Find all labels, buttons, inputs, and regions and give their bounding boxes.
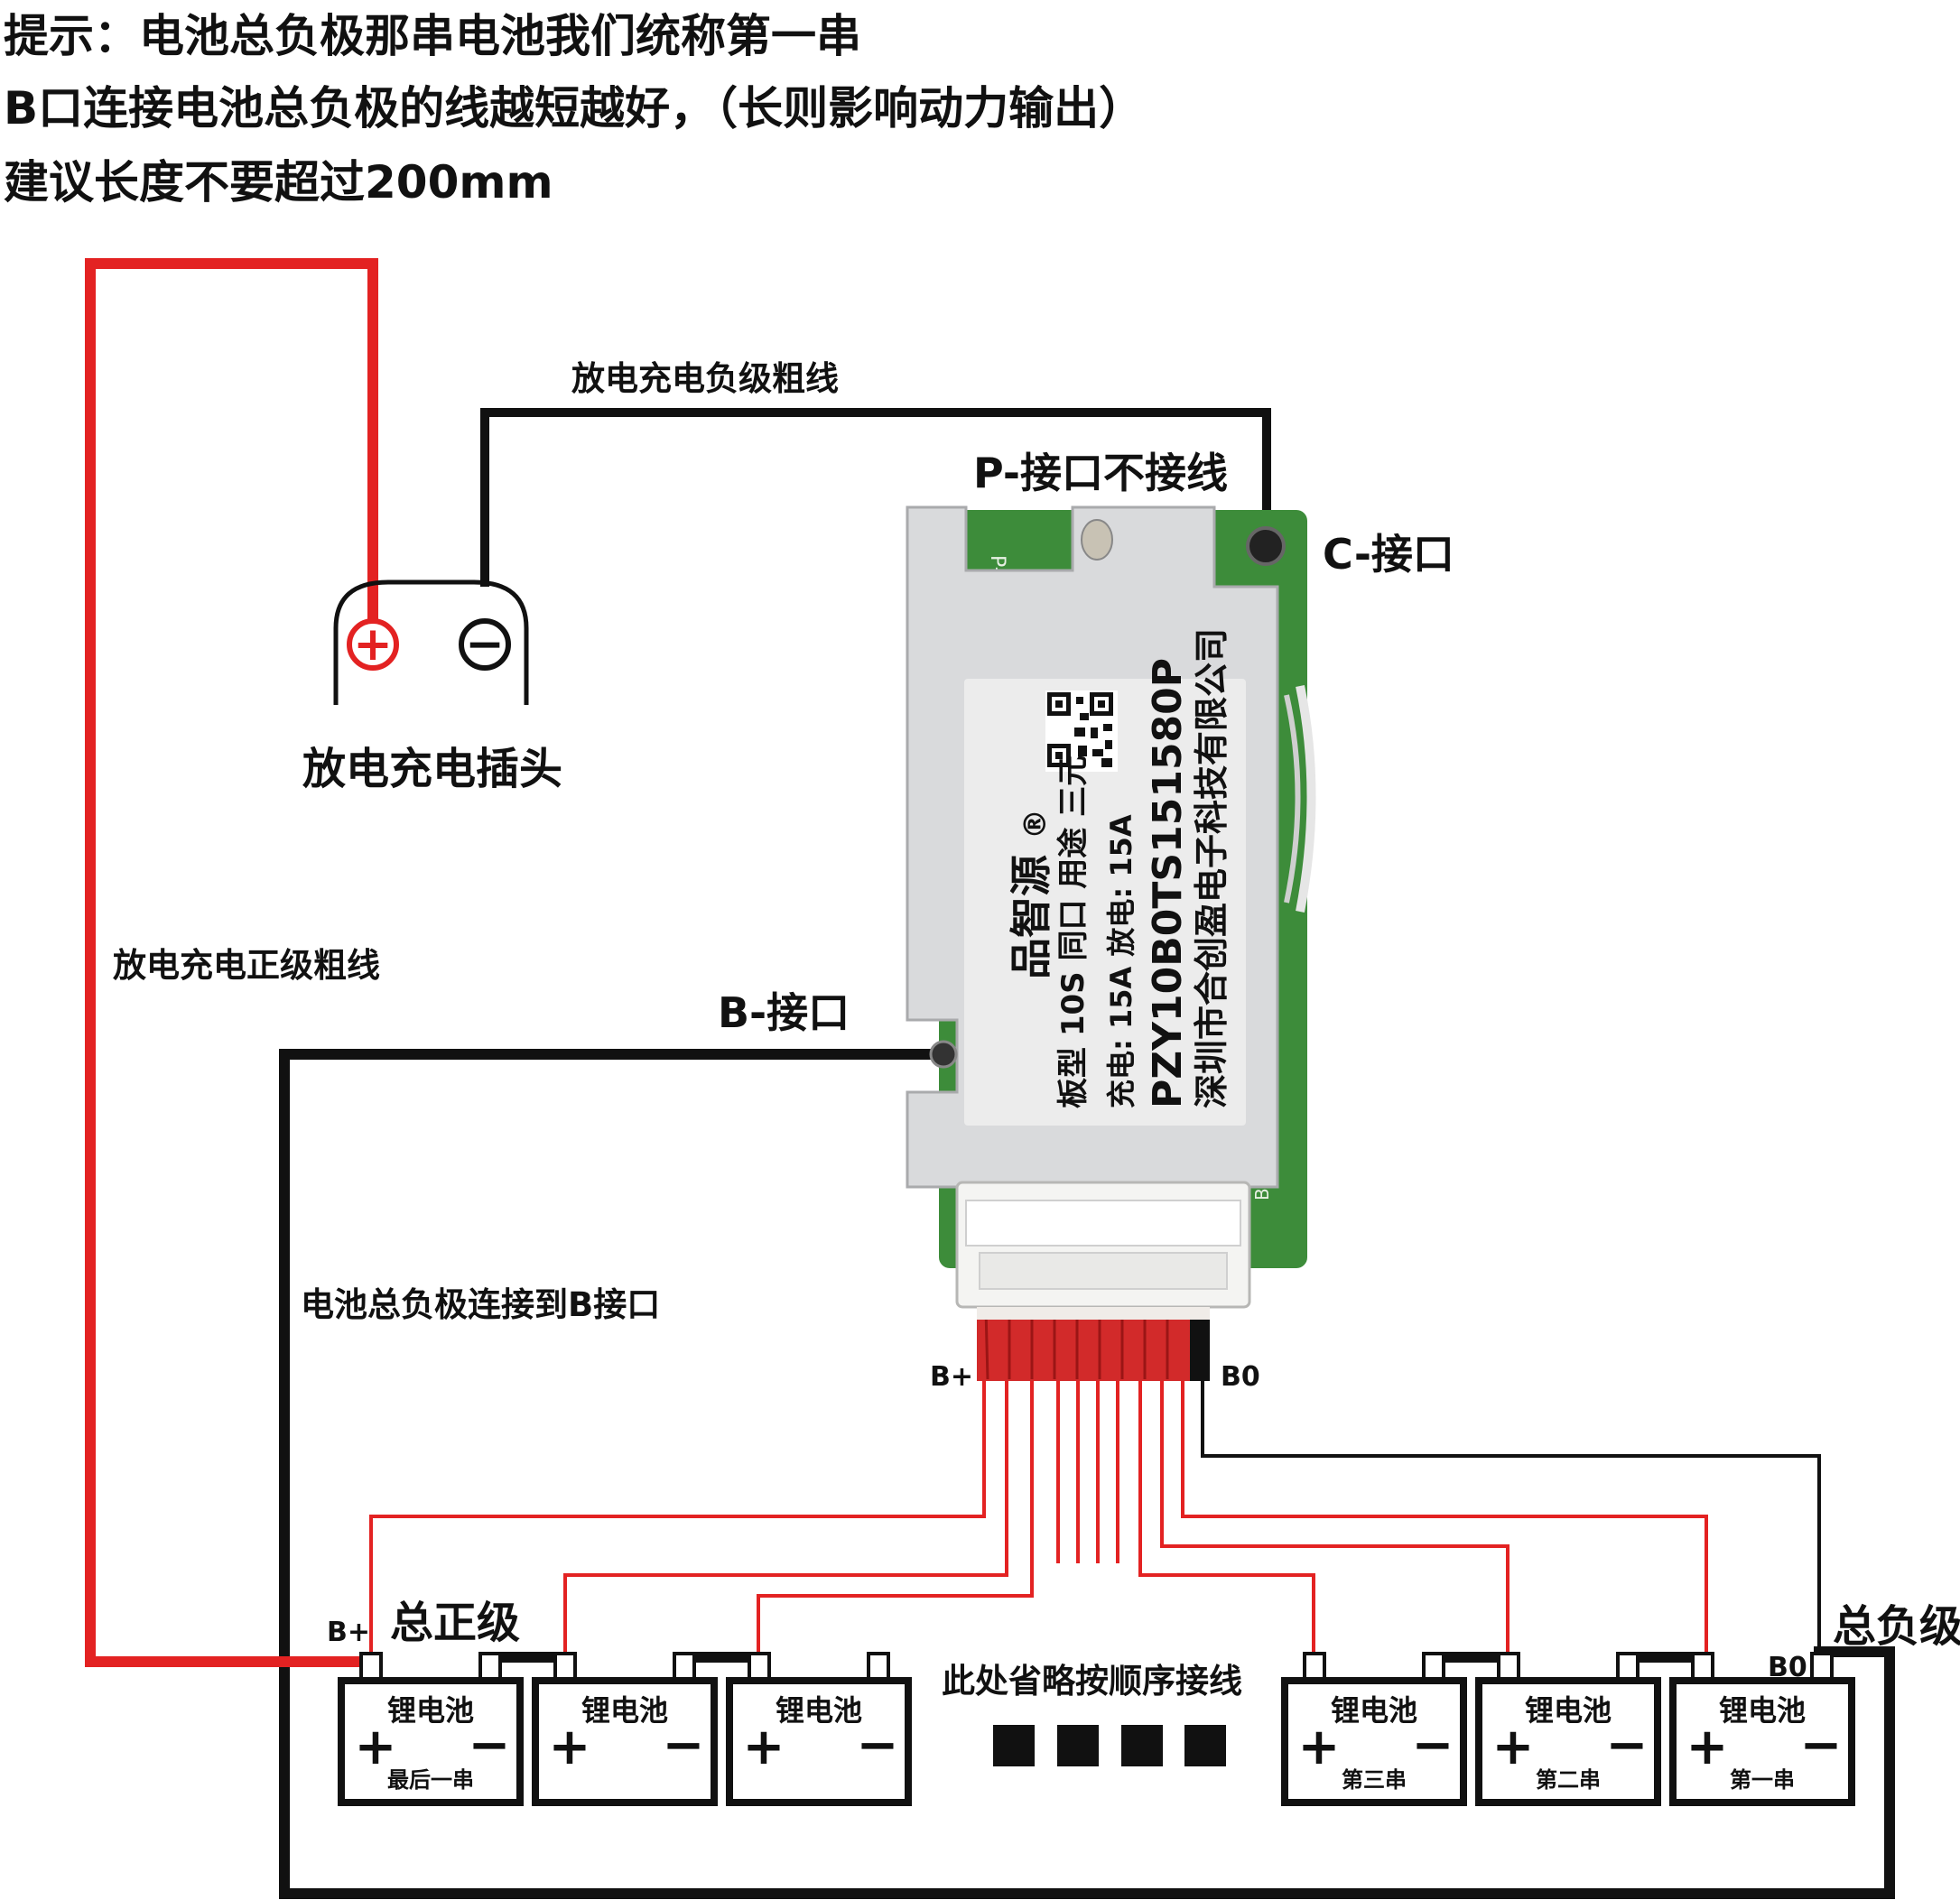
qr-code-icon	[1045, 690, 1118, 772]
positive-plug-wire	[85, 258, 378, 1667]
spec-line: 板型 10S 同口 用途 三元	[1055, 755, 1091, 1108]
balance-wire-b0	[1201, 1381, 1821, 1654]
series-link-3	[1443, 1652, 1506, 1663]
battery-minus-icon: −	[857, 1716, 899, 1775]
balance-wire-9	[1160, 1381, 1509, 1654]
model-number: PZY10B0TS151580P	[1145, 658, 1191, 1108]
battery-plus-icon: +	[549, 1718, 591, 1776]
balance-wire-ribbon	[977, 1307, 1210, 1381]
balance-wire-2	[563, 1381, 1008, 1654]
battery-4: 锂电池+ −第三串	[1281, 1652, 1467, 1806]
battery-plus-icon: +	[355, 1718, 397, 1776]
battery-label: 锂电池	[581, 1693, 668, 1728]
battery-plus-icon: +	[1492, 1718, 1535, 1776]
battery-plus-icon: +	[1298, 1718, 1341, 1776]
b0-battery-label: B0	[1768, 1652, 1807, 1683]
balance-wire-10	[1181, 1381, 1708, 1654]
battery-minus-icon: −	[1606, 1716, 1649, 1775]
battery-row: 锂电池+−最后一串锂电池+−锂电池+−锂电池+−第三串锂电池+−第二串锂电池+−…	[338, 1652, 1855, 1806]
note-line-2: B口连接电池总负极的线越短越好，（长则影响动力输出）	[4, 82, 1145, 134]
note-line-1: 提示：电池总负极那串电池我们统称第一串	[4, 10, 861, 62]
balance-wires	[369, 1381, 1708, 1654]
total-positive-label: 总正级	[390, 1598, 520, 1648]
balance-wire-3	[757, 1381, 1034, 1654]
series-link-2	[691, 1652, 754, 1663]
battery-minus-icon: −	[1412, 1716, 1454, 1775]
battery-minus-icon: −	[663, 1716, 705, 1775]
omitted-block-1	[993, 1725, 1035, 1766]
negative-plug-wire	[480, 408, 1271, 587]
plug-minus-icon: −	[465, 617, 505, 672]
battery-label: 锂电池	[1719, 1693, 1806, 1728]
omitted-label: 此处省略按顺序接线	[942, 1662, 1242, 1701]
b-plus-wire-label: B+	[930, 1361, 973, 1393]
battery-5: 锂电池+ −第二串	[1475, 1652, 1661, 1806]
registered-mark: ®	[1017, 809, 1054, 839]
c-port-hole-icon	[1246, 526, 1286, 566]
battery-plus-icon: +	[1686, 1718, 1729, 1776]
b-port-hole-icon	[929, 1040, 958, 1069]
charge-discharge-plug: + −	[333, 579, 529, 705]
bms-board: P- B-	[906, 505, 1316, 1309]
battery-series-label: 第三串	[1342, 1767, 1407, 1793]
b0-wire-label: B0	[1221, 1361, 1260, 1393]
battery-label: 锂电池	[1525, 1693, 1612, 1728]
total-negative-label: 总负级	[1833, 1601, 1960, 1652]
c-port-label: C-接口	[1323, 530, 1454, 579]
battery-3: 锂电池+ −	[726, 1652, 912, 1806]
battery-series-label: 第一串	[1730, 1767, 1795, 1793]
omitted-block-3	[1121, 1725, 1163, 1766]
company-name: 深圳市合创盈电子科技有限公司	[1192, 628, 1231, 1108]
balance-wire-bplus	[369, 1381, 986, 1654]
discharge-pos-wire-label: 放电充电正级粗线	[113, 946, 380, 985]
discharge-neg-wire-label: 放电充电负级粗线	[571, 359, 839, 398]
battery-label: 锂电池	[1331, 1693, 1417, 1728]
current-line: 充电: 15A 放电: 15A	[1104, 814, 1138, 1108]
series-link-4	[1636, 1652, 1699, 1663]
battery-series-label: 最后一串	[387, 1767, 474, 1793]
label-sticker	[964, 679, 1246, 1126]
battery-plus-icon: +	[743, 1718, 785, 1776]
battery-1: 锂电池+ −最后一串	[338, 1652, 524, 1806]
note-line-3: 建议长度不要超过200mm	[4, 156, 553, 209]
b-plus-battery-label: B+	[327, 1617, 370, 1648]
omitted-placeholder-blocks	[993, 1725, 1226, 1766]
balance-wire-8	[1138, 1381, 1315, 1654]
plug-label: 放电充电插头	[302, 744, 562, 794]
p-port-screw	[1081, 519, 1113, 561]
omitted-block-2	[1057, 1725, 1099, 1766]
battery-series-label: 第二串	[1536, 1767, 1601, 1793]
battery-label: 锂电池	[776, 1693, 862, 1728]
omitted-block-4	[1184, 1725, 1226, 1766]
p-port-label: P-接口不接线	[973, 449, 1228, 497]
battery-label: 锂电池	[387, 1693, 474, 1728]
series-link-1	[495, 1652, 558, 1663]
battery-minus-icon: −	[1800, 1716, 1843, 1775]
battery-2: 锂电池+ −	[532, 1652, 718, 1806]
b-port-label: B-接口	[718, 988, 850, 1037]
b-to-neg-label: 电池总负极连接到B接口	[301, 1285, 660, 1324]
plug-plus-icon: +	[353, 617, 393, 672]
battery-minus-icon: −	[469, 1716, 511, 1775]
brand-name: 品智源	[1007, 855, 1055, 979]
battery-6: 锂电池+ −第一串	[1669, 1652, 1855, 1806]
